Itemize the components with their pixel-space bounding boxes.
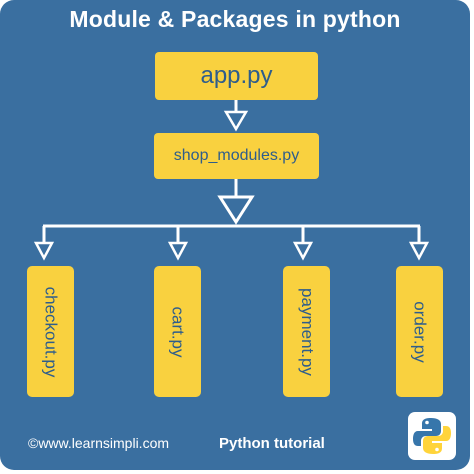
- node-app-label: app.py: [200, 62, 273, 89]
- node-cart-label: cart.py: [168, 305, 188, 358]
- copyright-text: ©www.learnsimpli.com: [28, 435, 170, 451]
- diagram-title: Module & Packages in python: [69, 6, 401, 32]
- arrow-head-cart: [167, 241, 189, 261]
- node-order-label: order.py: [410, 300, 430, 363]
- arrow-head-shop: [223, 110, 249, 132]
- node-checkout-label: checkout.py: [41, 286, 61, 377]
- arrow-head-checkout: [33, 241, 55, 261]
- node-cart: cart.py: [154, 266, 201, 397]
- tutorial-label: Python tutorial: [219, 435, 325, 452]
- arrow-head-bus: [217, 195, 255, 225]
- python-logo-icon: [408, 412, 456, 460]
- node-checkout: checkout.py: [27, 266, 74, 397]
- arrow-head-payment: [292, 241, 314, 261]
- node-order: order.py: [396, 266, 443, 397]
- node-payment: payment.py: [283, 266, 330, 397]
- node-shop-modules-label: shop_modules.py: [173, 147, 300, 164]
- node-payment-label: payment.py: [297, 287, 317, 376]
- node-shop-modules: shop_modules.py: [154, 133, 319, 179]
- arrow-head-order: [408, 241, 430, 261]
- node-app: app.py: [155, 52, 318, 100]
